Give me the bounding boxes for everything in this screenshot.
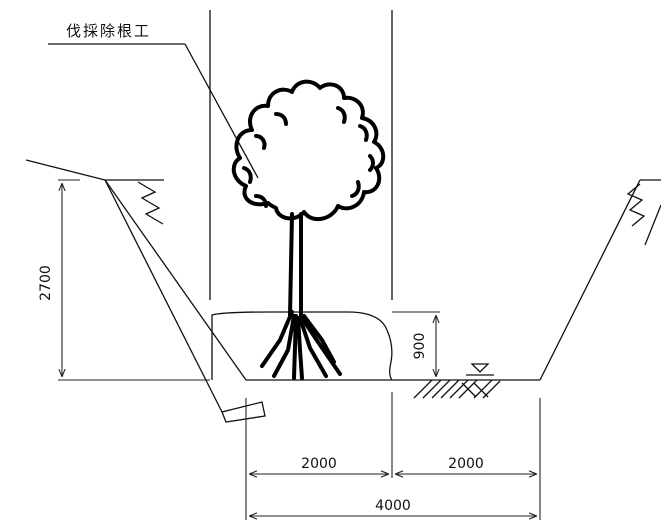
dim-right-width-value: 2000 [448, 456, 484, 472]
tree-canopy [231, 79, 386, 222]
slope-hatch-right [626, 183, 646, 227]
label-leader-line [48, 43, 259, 179]
dim-root-height-value: 900 [412, 333, 428, 360]
right-slope [539, 179, 661, 381]
dim-left-width-value: 2000 [301, 456, 337, 472]
root-mound [211, 311, 393, 381]
left-slope [25, 159, 266, 423]
tree-trunk [288, 212, 303, 318]
tree-icon [231, 79, 386, 380]
clearing-label: 伐採除根工 [66, 22, 151, 40]
dim-extension-lines [245, 392, 541, 520]
dim-slope-height-value: 2700 [38, 265, 54, 301]
ground-hatching [413, 379, 501, 399]
tree-roots [260, 310, 342, 380]
canopy-scallops [242, 106, 375, 208]
dim-total-width-value: 4000 [375, 498, 411, 514]
dim-slope-height [58, 179, 210, 381]
slope-hatch-left [137, 181, 164, 225]
water-level-symbol [466, 363, 494, 376]
dim-root-height [392, 311, 440, 376]
